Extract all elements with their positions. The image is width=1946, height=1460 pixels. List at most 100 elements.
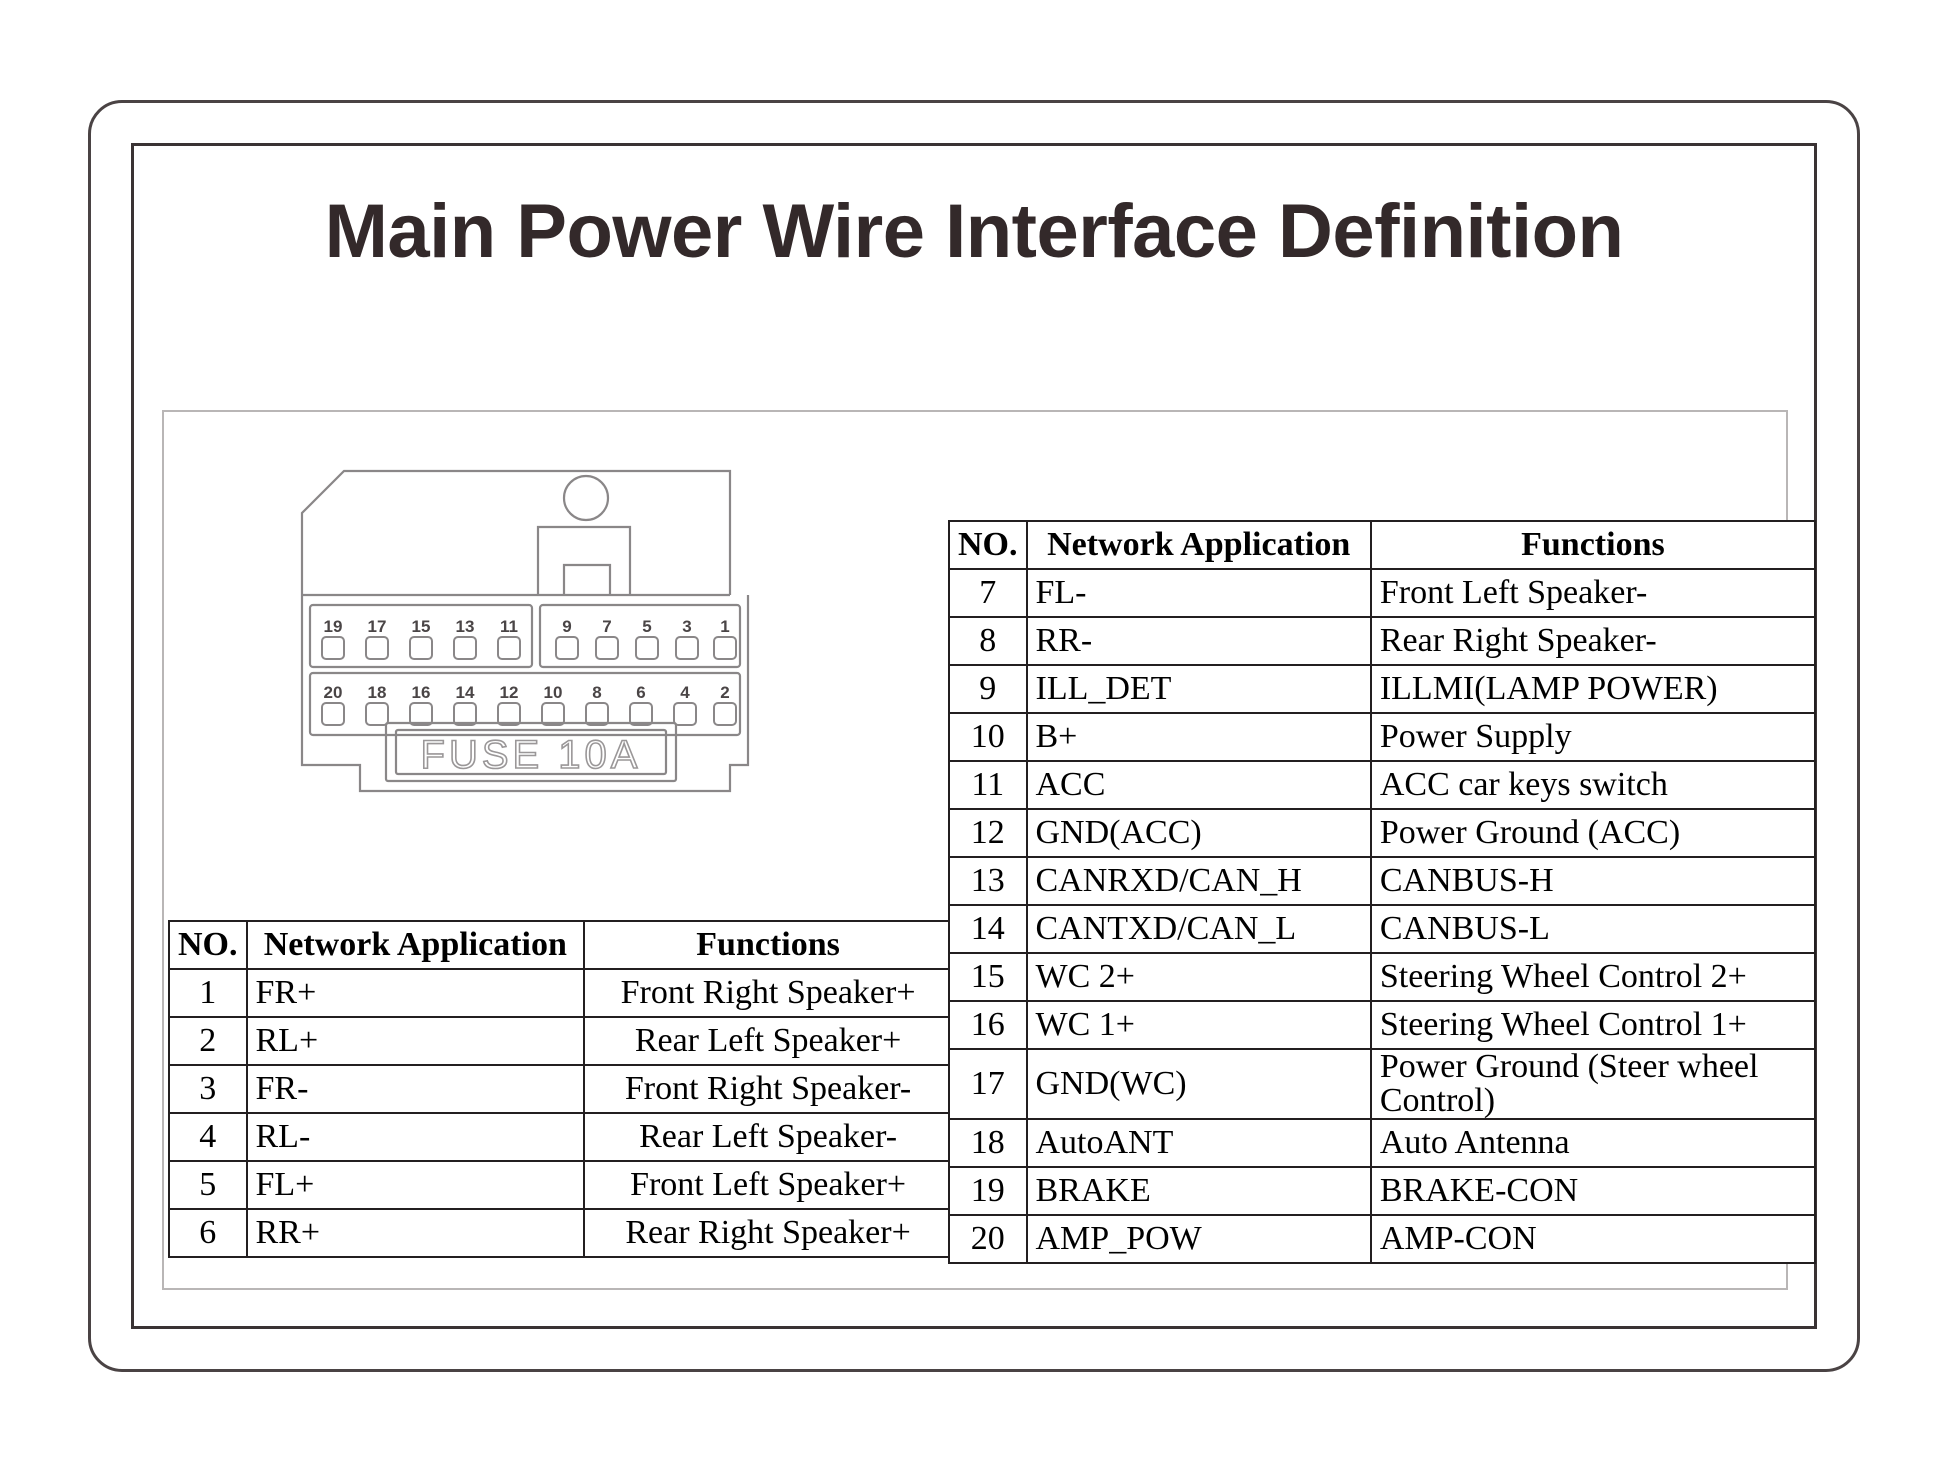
cell-no: 2 <box>168 1016 248 1066</box>
cell-network-application: B+ <box>1025 712 1372 762</box>
page-title: Main Power Wire Interface Definition <box>324 189 1624 274</box>
header-functions: Functions <box>1369 520 1817 570</box>
table-header-row: NO. Network Application Functions <box>948 520 1817 570</box>
cell-no: 19 <box>948 1166 1028 1216</box>
fuse-label: FUSE 10A <box>421 733 642 777</box>
cell-function: Front Left Speaker+ <box>583 1160 953 1210</box>
cell-function: Rear Right Speaker- <box>1369 616 1817 666</box>
header-network-application: Network Application <box>1025 520 1372 570</box>
header-network-application: Network Application <box>245 920 586 970</box>
header-no: NO. <box>168 920 248 970</box>
cell-no: 10 <box>948 712 1028 762</box>
cell-network-application: ACC <box>1025 760 1372 810</box>
pin-label-14: 14 <box>456 683 475 702</box>
cell-function: Front Right Speaker+ <box>583 968 953 1018</box>
cell-function: Power Ground (ACC) <box>1369 808 1817 858</box>
cell-function: CANBUS-H <box>1369 856 1817 906</box>
cell-no: 16 <box>948 1000 1028 1050</box>
cell-network-application: FL- <box>1025 568 1372 618</box>
pin-label-11: 11 <box>500 617 518 636</box>
cell-network-application: GND(WC) <box>1025 1048 1372 1120</box>
cell-function: BRAKE-CON <box>1369 1166 1817 1216</box>
pin-label-9: 9 <box>562 617 571 636</box>
cell-no: 3 <box>168 1064 248 1114</box>
pin-label-2: 2 <box>720 683 729 702</box>
pin-row-odd-left: 19 17 15 13 11 <box>321 617 521 660</box>
cell-no: 4 <box>168 1112 248 1162</box>
pin-label-7: 7 <box>602 617 611 636</box>
cell-network-application: ILL_DET <box>1025 664 1372 714</box>
cell-network-application: CANTXD/CAN_L <box>1025 904 1372 954</box>
pin-label-19: 19 <box>324 617 343 636</box>
header-functions: Functions <box>583 920 953 970</box>
pin-row-odd-right: 9 7 5 3 1 <box>555 617 737 660</box>
cell-no: 15 <box>948 952 1028 1002</box>
pin-label-15: 15 <box>412 617 431 636</box>
cell-function: ILLMI(LAMP POWER) <box>1369 664 1817 714</box>
pin-label-6: 6 <box>636 683 645 702</box>
cell-no: 13 <box>948 856 1028 906</box>
pin-label-4: 4 <box>680 683 690 702</box>
cell-function: Power Ground (Steer wheel Control) <box>1369 1048 1817 1120</box>
pin-label-20: 20 <box>324 683 343 702</box>
pin-label-16: 16 <box>412 683 431 702</box>
cell-network-application: AutoANT <box>1025 1118 1372 1168</box>
cell-function: Steering Wheel Control 1+ <box>1369 1000 1817 1050</box>
connector-body-outline <box>300 469 732 595</box>
cell-function: Rear Right Speaker+ <box>583 1208 953 1258</box>
pin-label-12: 12 <box>500 683 519 702</box>
cell-network-application: BRAKE <box>1025 1166 1372 1216</box>
cell-function: Steering Wheel Control 2+ <box>1369 952 1817 1002</box>
cell-no: 20 <box>948 1214 1028 1264</box>
cell-function: Power Supply <box>1369 712 1817 762</box>
cell-network-application: FR+ <box>245 968 586 1018</box>
cell-function: CANBUS-L <box>1369 904 1817 954</box>
table-header-row: NO. Network Application Functions <box>168 920 953 970</box>
cell-network-application: GND(ACC) <box>1025 808 1372 858</box>
cell-function: Rear Left Speaker- <box>583 1112 953 1162</box>
cell-function: Front Right Speaker- <box>583 1064 953 1114</box>
cell-no: 17 <box>948 1048 1028 1120</box>
cell-no: 14 <box>948 904 1028 954</box>
cell-network-application: RR+ <box>245 1208 586 1258</box>
pin-row-even: 20 18 16 14 12 10 8 6 4 2 <box>321 683 737 726</box>
cell-function: AMP-CON <box>1369 1214 1817 1264</box>
cell-network-application: FR- <box>245 1064 586 1114</box>
cell-network-application: WC 1+ <box>1025 1000 1372 1050</box>
pin-label-5: 5 <box>642 617 651 636</box>
pin-label-18: 18 <box>368 683 387 702</box>
cell-no: 9 <box>948 664 1028 714</box>
cell-no: 12 <box>948 808 1028 858</box>
cell-network-application: FL+ <box>245 1160 586 1210</box>
pin-label-1: 1 <box>720 617 729 636</box>
pin-label-10: 10 <box>544 683 563 702</box>
pin-label-13: 13 <box>456 617 475 636</box>
cell-no: 18 <box>948 1118 1028 1168</box>
cell-function: Auto Antenna <box>1369 1118 1817 1168</box>
cell-function: Front Left Speaker- <box>1369 568 1817 618</box>
cell-no: 6 <box>168 1208 248 1258</box>
cell-no: 5 <box>168 1160 248 1210</box>
cell-network-application: RL+ <box>245 1016 586 1066</box>
pin-label-17: 17 <box>368 617 387 636</box>
cell-network-application: WC 2+ <box>1025 952 1372 1002</box>
